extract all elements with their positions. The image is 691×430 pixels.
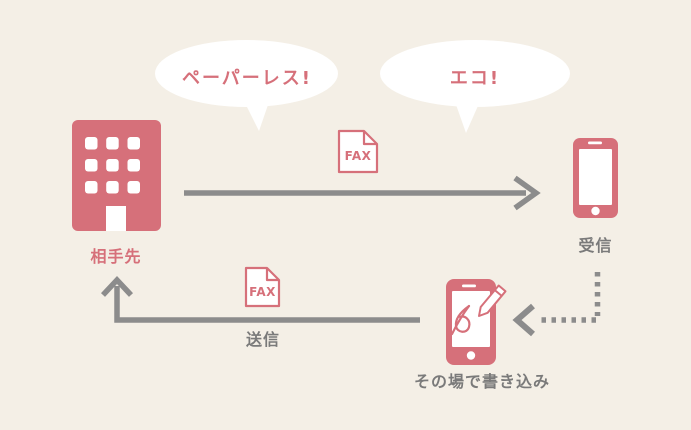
smartphone-write-icon (446, 279, 507, 365)
sender-label: 相手先 (90, 247, 142, 266)
fax-label-bottom: FAX (249, 285, 276, 299)
speech-bubble-eco-text: エコ! (449, 68, 501, 89)
fax-label-top: FAX (344, 149, 372, 163)
speech-bubble-paperless-text: ペーパーレス! (181, 68, 313, 89)
receive-label: 受信 (578, 236, 613, 255)
fax-transmit-arrow (184, 175, 541, 211)
speech-bubble-eco-shape (380, 40, 570, 133)
reply-send-arrow (100, 275, 420, 323)
dotted-flow-arrow (512, 272, 601, 337)
pencil-icon (478, 284, 507, 317)
write-on-spot-label: その場で書き込み (413, 372, 550, 391)
fax-document-icon-top (337, 129, 379, 174)
fax-document-icon-bottom (244, 266, 281, 308)
signature-scribble-icon (450, 304, 471, 336)
building-icon (72, 120, 161, 231)
send-label: 送信 (245, 330, 280, 349)
speech-bubble-paperless-shape (155, 40, 338, 131)
smartphone-receive-icon (573, 138, 618, 218)
